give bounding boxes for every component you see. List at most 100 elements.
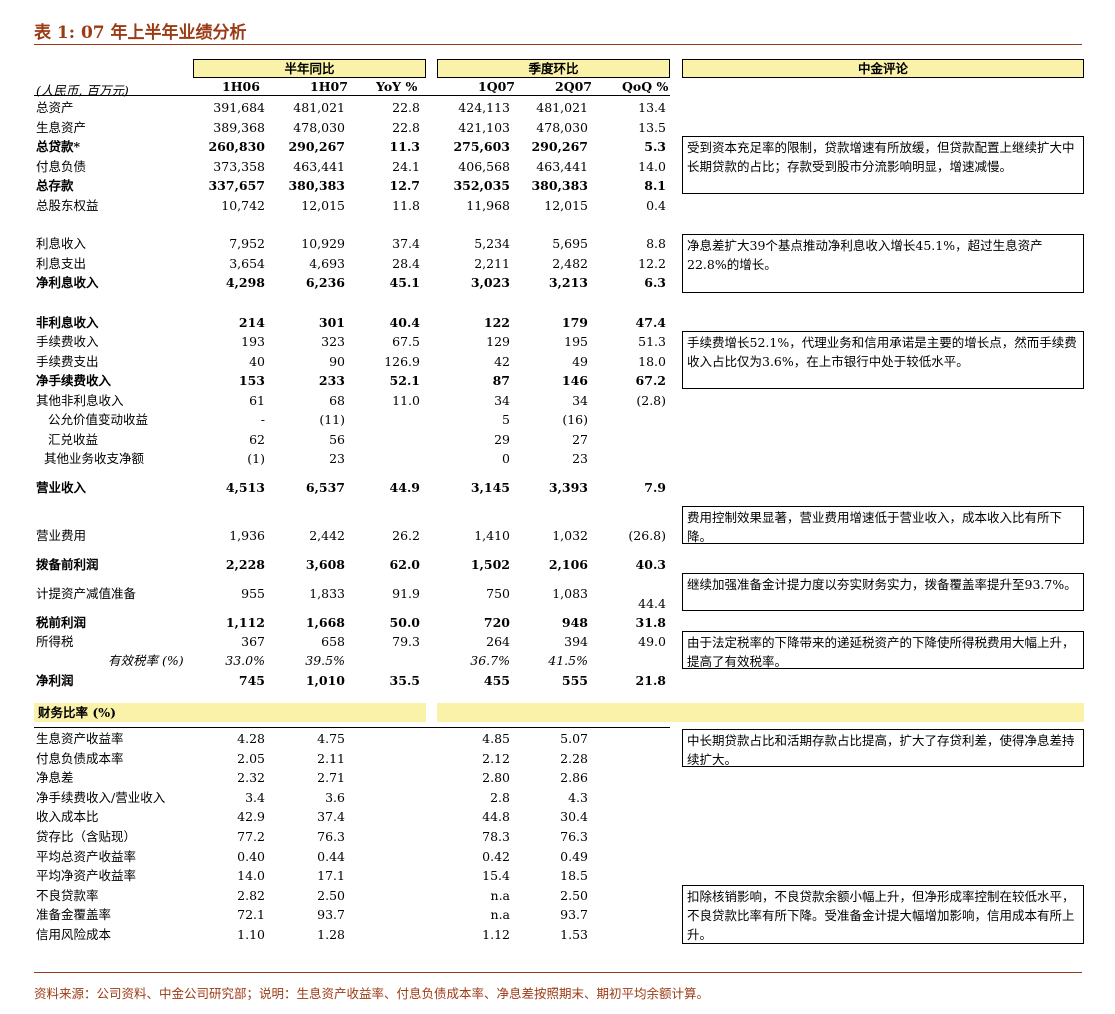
row-value: (16) [562, 412, 588, 427]
row-value: 35.5 [389, 673, 420, 688]
row-value: 11.3 [389, 139, 420, 154]
row-label: 计提资产减值准备 [36, 586, 137, 601]
row-value: 44.9 [389, 480, 420, 495]
row-value: 481,021 [536, 100, 588, 115]
row-value: 30.4 [560, 809, 588, 825]
row-value: 2,106 [548, 557, 588, 572]
row-value: n.a [490, 887, 510, 903]
row-label: 总贷款* [36, 139, 81, 154]
row-value: 2.50 [560, 887, 588, 903]
row-value: 10,742 [221, 198, 265, 213]
row-value: 2.11 [317, 750, 345, 766]
row-value: 4,693 [309, 256, 345, 271]
row-label: 总股东权益 [36, 198, 99, 213]
comment-asset-quality: 扣除核销影响，不良贷款余额小幅上升，但净形成率控制在较低水平，不良贷款比率有所下… [682, 885, 1084, 944]
row-value: 1,502 [470, 557, 510, 572]
row-value: 0.42 [482, 848, 510, 864]
row-value: 720 [483, 615, 510, 630]
row-value: 1,112 [225, 615, 265, 630]
col-1h07: 1H07 [310, 79, 348, 94]
row-value: 555 [561, 673, 588, 688]
row-value: 1,010 [305, 673, 345, 688]
row-value: 4.28 [237, 731, 265, 746]
row-value: 13.4 [638, 100, 666, 115]
row-value: 0 [502, 451, 510, 466]
comment-header: 中金评论 [682, 59, 1084, 78]
row-value: 79.3 [392, 634, 420, 649]
row-value: 3.4 [245, 789, 265, 805]
row-value: 67.2 [635, 373, 666, 388]
row-label: 公允价值变动收益 [48, 412, 149, 427]
comment-provisions: 继续加强准备金计提力度以夯实财务实力，拨备覆盖率提升至93.7%。 [682, 573, 1084, 611]
row-value: 352,035 [453, 178, 510, 193]
row-value: 93.7 [317, 907, 345, 923]
row-value: 0.49 [560, 848, 588, 864]
row-value: 4.85 [482, 731, 510, 746]
row-label: 准备金覆盖率 [36, 907, 112, 923]
row-value: 1,410 [474, 528, 510, 543]
row-value: 5,695 [552, 236, 588, 251]
row-value: 11.8 [392, 198, 420, 213]
row-value: 463,441 [536, 159, 588, 174]
row-value: 745 [238, 673, 265, 688]
row-value: 2.80 [482, 770, 510, 786]
row-value: 4,513 [225, 480, 265, 495]
row-value: (11) [319, 412, 345, 427]
row-value: 49 [572, 354, 588, 369]
row-value: 6.3 [644, 275, 666, 290]
row-value: 15.4 [482, 868, 510, 884]
row-label: 有效税率 (%) [108, 653, 184, 668]
row-label: 贷存比（含贴现） [36, 829, 137, 844]
row-value: 23 [329, 451, 345, 466]
row-value: 76.3 [560, 829, 588, 844]
table-row: 公允价值变动收益-(11)5(16) [0, 410, 1115, 429]
row-value: 394 [564, 634, 588, 649]
row-value: 380,383 [288, 178, 345, 193]
row-value: 2.32 [237, 770, 265, 786]
row-value: 301 [318, 315, 345, 330]
row-value: 76.3 [317, 829, 345, 844]
row-label: 生息资产收益率 [36, 731, 124, 746]
row-value: 1,032 [552, 528, 588, 543]
row-value: 40 [249, 354, 265, 369]
row-value: 18.5 [560, 868, 588, 884]
table-title: 表 1: 07 年上半年业绩分析 [34, 23, 247, 43]
row-label: 信用风险成本 [36, 927, 112, 942]
col-qoq: QoQ % [622, 79, 669, 94]
row-label: 净利息收入 [36, 275, 99, 290]
row-label: 利息收入 [36, 236, 87, 251]
row-label: 手续费收入 [36, 334, 99, 349]
row-value: 2,228 [225, 557, 265, 572]
row-label: 不良贷款率 [36, 887, 99, 903]
comment-net-interest: 净息差扩大39个基点推动净利息收入增长45.1%，超过生息资产22.8%的增长。 [682, 234, 1084, 293]
row-label: 付息负债 [36, 159, 87, 174]
source-note: 资料来源：公司资料、中金公司研究部；说明：生息资产收益率、付息负债成本率、净息差… [34, 986, 710, 1001]
row-value: 4.75 [317, 731, 345, 746]
row-value: 260,830 [208, 139, 265, 154]
row-label: 净息差 [36, 770, 74, 786]
col-2q07: 2Q07 [555, 79, 592, 94]
ratios-band-right [437, 703, 1084, 722]
row-value: 658 [321, 634, 345, 649]
row-value: 41.5% [548, 653, 588, 668]
row-value: 5,234 [474, 236, 510, 251]
row-value: 478,030 [293, 120, 345, 135]
row-value: 40.4 [389, 315, 420, 330]
row-value: 337,657 [208, 178, 265, 193]
row-label: 总存款 [36, 178, 74, 193]
row-value: 126.9 [384, 354, 420, 369]
row-value: 2,442 [309, 528, 345, 543]
